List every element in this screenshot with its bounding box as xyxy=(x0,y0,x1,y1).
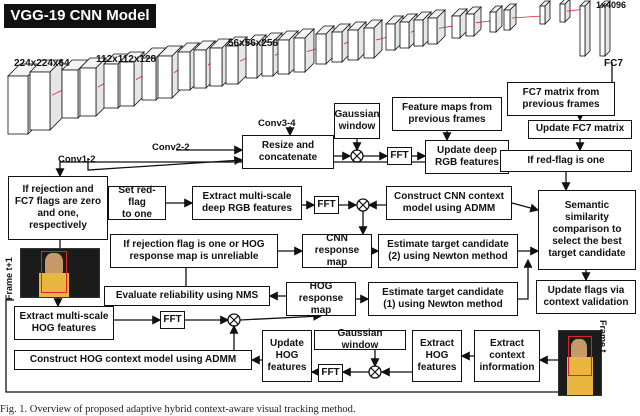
fft-box-2: FFT xyxy=(314,196,339,214)
arrow-conv12-resize xyxy=(87,155,244,171)
layer-label-conv12: Conv1-2 xyxy=(58,154,96,165)
layer-prism-30-front xyxy=(579,5,586,57)
layer-link-25 xyxy=(475,20,493,24)
gaussian-window-top-box: Gaussian window xyxy=(334,103,380,139)
layer-label-112: 112x112x128 xyxy=(96,54,157,65)
arrow-est1-semantic xyxy=(518,258,533,300)
layer-link-23 xyxy=(438,25,455,29)
layer-prism-14-front xyxy=(277,39,290,75)
update-fc7-box: Update FC7 matrix xyxy=(528,120,632,139)
layer-prism-13-front xyxy=(261,41,274,77)
layer-prism-11-front xyxy=(225,45,239,85)
if-redflag-box: If red-flag is one xyxy=(500,150,632,172)
multiply-node-3-x xyxy=(229,315,239,325)
if-rejection-fc7-box: If rejection and FC7 flags are zero and … xyxy=(8,176,108,240)
frame-t-image xyxy=(558,330,602,396)
arrow-mult3-hogresp xyxy=(239,311,323,321)
arrow-redflag-rejection xyxy=(55,161,500,178)
update-flags-box: Update flags via context validation xyxy=(536,280,636,314)
layer-prism-3-front xyxy=(79,67,97,117)
multiply-node-2-x xyxy=(358,200,368,210)
layer-prism-23-front xyxy=(427,17,438,45)
layer-label-fc7: FC7 xyxy=(604,58,623,69)
layer-prism-1-front xyxy=(29,71,51,131)
arrow-construct-semantic xyxy=(511,202,540,213)
layer-prism-31-front xyxy=(599,5,606,57)
layer-prism-17-front xyxy=(331,31,343,63)
layer-prism-30-side xyxy=(584,0,591,57)
fc7-previous-box: FC7 matrix from previous frames xyxy=(507,82,615,116)
layer-label-1x4096: 1x4096 xyxy=(596,0,627,10)
layer-prism-0-front xyxy=(7,75,29,135)
layer-prism-18-front xyxy=(347,29,359,61)
gaussian-window-bottom-box: Gaussian window xyxy=(314,328,406,351)
fft-box-3: FFT xyxy=(160,311,185,329)
layer-prism-24-front xyxy=(451,15,461,39)
layer-prism-12-front xyxy=(245,43,258,79)
fft-box-1: FFT xyxy=(387,147,412,165)
semantic-similarity-box: Semantic similarity comparison to select… xyxy=(538,190,636,270)
layer-prism-22-front xyxy=(413,19,424,47)
hog-response-map-box: HOG response map xyxy=(286,281,356,316)
layer-prism-2-front xyxy=(61,69,79,119)
layer-prism-26-front xyxy=(489,11,497,33)
layer-prism-29-front xyxy=(559,3,566,23)
layer-prism-15-front xyxy=(293,37,306,73)
layer-label-conv34: Conv3-4 xyxy=(258,118,296,129)
layer-prism-9-front xyxy=(193,49,207,89)
fft-box-4: FFT xyxy=(318,364,343,382)
cnn-response-map-box: CNN response map xyxy=(302,233,372,268)
extract-hog-multiscale-box: Extract multi-scale HOG features xyxy=(14,306,114,340)
layer-prism-19-front xyxy=(363,27,375,59)
construct-hog-context-box: Construct HOG context model using ADMM xyxy=(14,350,252,370)
multiply-node-1-x xyxy=(352,151,362,161)
frame-t1-label: Frame t+1 xyxy=(4,257,14,300)
layer-prism-20-front xyxy=(385,23,396,51)
layer-prism-4-front xyxy=(103,63,119,109)
if-rejection-hog-box: If rejection flag is one or HOG response… xyxy=(110,234,278,268)
layer-prism-16-front xyxy=(315,33,327,65)
figure-caption: Fig. 1. Overview of proposed adaptive hy… xyxy=(0,404,356,415)
layer-link-29 xyxy=(566,9,583,12)
layer-prism-1-side xyxy=(49,59,63,131)
layer-label-56: 56x56x256 xyxy=(228,38,279,49)
frame-t-label: Frame t xyxy=(598,320,608,353)
layer-prism-21-front xyxy=(399,21,410,49)
layer-link-27 xyxy=(511,15,543,19)
layer-prism-5-front xyxy=(119,61,135,107)
extract-deep-rgb-box: Extract multi-scale deep RGB features xyxy=(192,186,302,220)
layer-prism-25-front xyxy=(465,13,475,37)
construct-cnn-context-box: Construct CNN context model using ADMM xyxy=(386,186,512,220)
multiply-node-4-x xyxy=(370,367,380,377)
line-bottom-loop xyxy=(5,299,600,393)
feature-maps-previous-box: Feature maps from previous frames xyxy=(392,97,502,131)
diagram-title: VGG-19 CNN Model xyxy=(4,4,156,28)
layer-prism-8-front xyxy=(177,51,191,91)
evaluate-reliability-box: Evaluate reliability using NMS xyxy=(104,286,270,306)
update-deep-rgb-box: Update deep RGB features xyxy=(425,140,509,174)
set-redflag-box: Set red-flag to one xyxy=(108,185,166,220)
extract-context-box: Extract context information xyxy=(474,330,540,382)
layer-label-conv22: Conv2-2 xyxy=(152,142,190,153)
layer-prism-28-front xyxy=(539,5,546,25)
frame-t1-image xyxy=(20,248,100,298)
estimate-candidate-2-box: Estimate target candidate (2) using Newt… xyxy=(378,234,518,268)
estimate-candidate-1-box: Estimate target candidate (1) using Newt… xyxy=(368,282,518,316)
update-hog-features-box: Update HOG features xyxy=(262,330,312,382)
layer-prism-7-front xyxy=(157,55,173,99)
extract-hog-features-box: Extract HOG features xyxy=(412,330,462,382)
layer-prism-6-front xyxy=(141,57,157,101)
resize-concatenate-box: Resize and concatenate xyxy=(242,135,334,169)
layer-prism-10-front xyxy=(209,47,223,87)
layer-label-224: 224x224x64 xyxy=(14,58,70,69)
layer-prism-27-front xyxy=(503,9,511,31)
